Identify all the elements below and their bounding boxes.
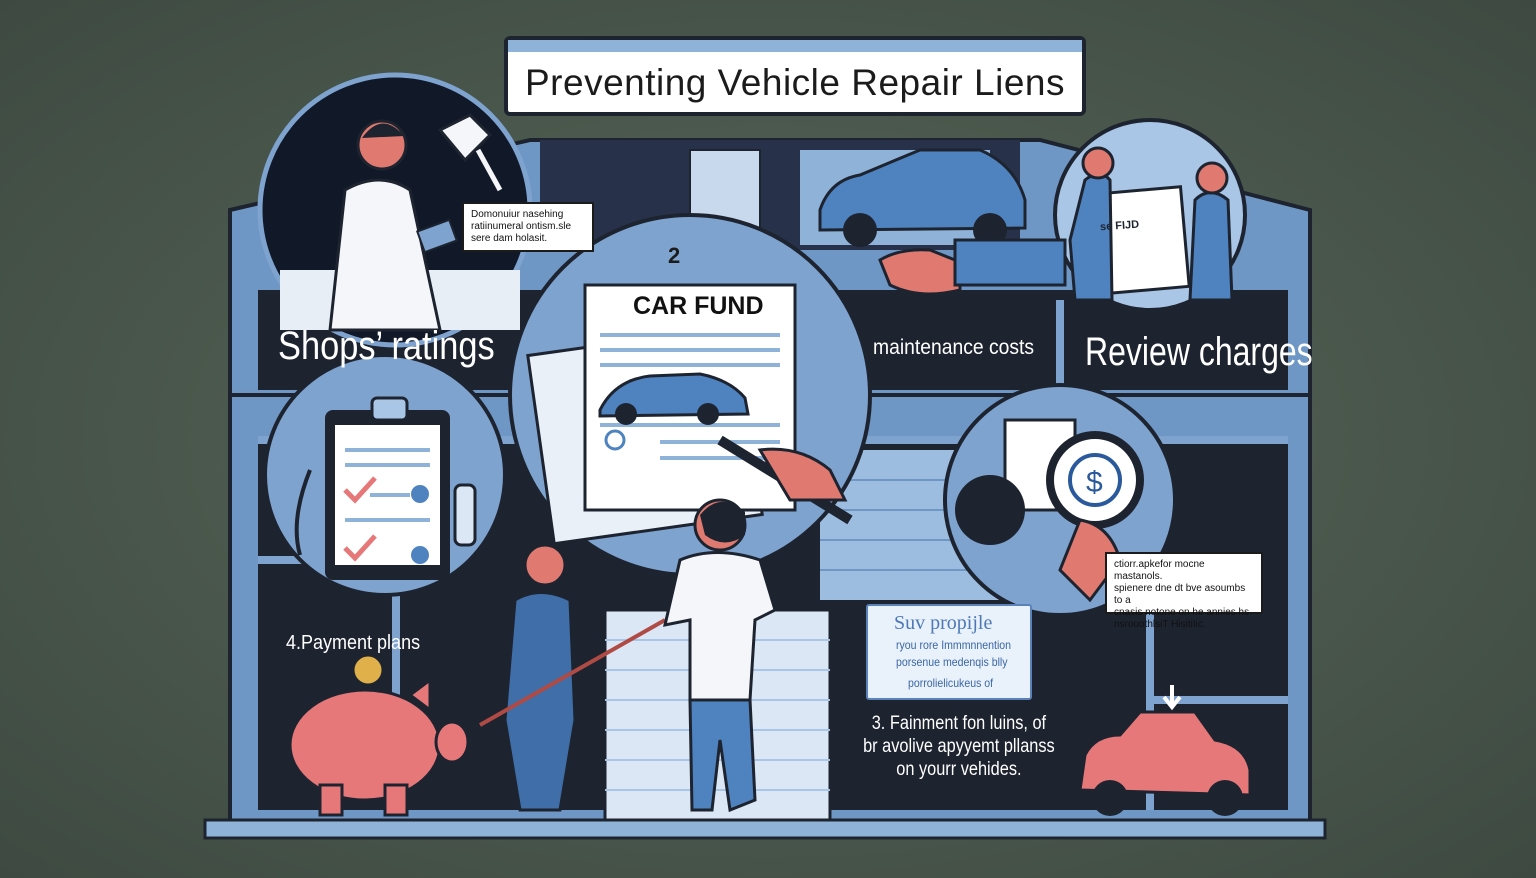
- suv-sign-line: porrolielicukeus of: [908, 676, 994, 690]
- piggy-bank: [278, 653, 470, 817]
- title-banner: Preventing Vehicle Repair Liens: [504, 36, 1086, 116]
- suv-sign-line: ryou rore Immmnnention: [896, 638, 1012, 652]
- suv-profile-sign: Suv propijle ryou rore Immmnnention pors…: [866, 604, 1032, 700]
- step-three-caption: 3. Fainment fon luins, of br avolive apy…: [860, 712, 1058, 781]
- title-banner-band: [508, 40, 1082, 52]
- suv-sign-line: porsenue medenqis blly: [896, 655, 1008, 669]
- payment-plans-label: 4.Payment plans: [286, 632, 421, 654]
- suv-sign-title: Suv propijle: [894, 612, 993, 634]
- maintenance-costs-label: maintenance costs: [873, 336, 1035, 359]
- bubble-line: spienere dne dt bve asoumbs to a: [1114, 583, 1246, 606]
- bubble-line: Domonuiur nasehing: [471, 209, 564, 220]
- bubble-line: cnasis notone on he annies hs: [1114, 607, 1250, 618]
- doctor-speech-bubble: Domonuiur nasehing ratiinumeral ontism.s…: [462, 202, 594, 252]
- page-title: Preventing Vehicle Repair Liens: [525, 62, 1065, 103]
- bubble-line: ctiorr.apkefor mocne mastanols.: [1114, 559, 1205, 582]
- car-fund-circle: [508, 213, 872, 577]
- handshake-people: [479, 498, 777, 813]
- inspector-circle: [257, 72, 533, 348]
- cost-speech-bubble: ctiorr.apkefor mocne mastanols. spienere…: [1105, 552, 1263, 630]
- dollar-icon: $: [1086, 466, 1103, 499]
- checklist-circle: [263, 353, 507, 597]
- suv-car: [818, 148, 1067, 296]
- caption-line: br avolive apyyemt pllanss: [863, 736, 1055, 757]
- caption-line: 3. Fainment fon luins, of: [871, 713, 1047, 734]
- bubble-line: sere dam holasit.: [471, 233, 548, 244]
- review-charges-label: Review charges: [1085, 330, 1313, 374]
- shops-ratings-label: Shops’ ratings: [278, 324, 495, 368]
- small-red-car: [1078, 685, 1252, 816]
- cost-check-circle: $: [943, 383, 1177, 617]
- step-two-number: 2: [668, 243, 681, 268]
- car-fund-heading: CAR FUND: [633, 292, 764, 320]
- bubble-line: nsrouothlsiT HisitiIic.: [1114, 619, 1206, 630]
- review-circle: [1053, 118, 1247, 312]
- bubble-line: ratiinumeral ontism.sle: [471, 221, 572, 232]
- caption-line: on yourr vehides.: [896, 759, 1022, 780]
